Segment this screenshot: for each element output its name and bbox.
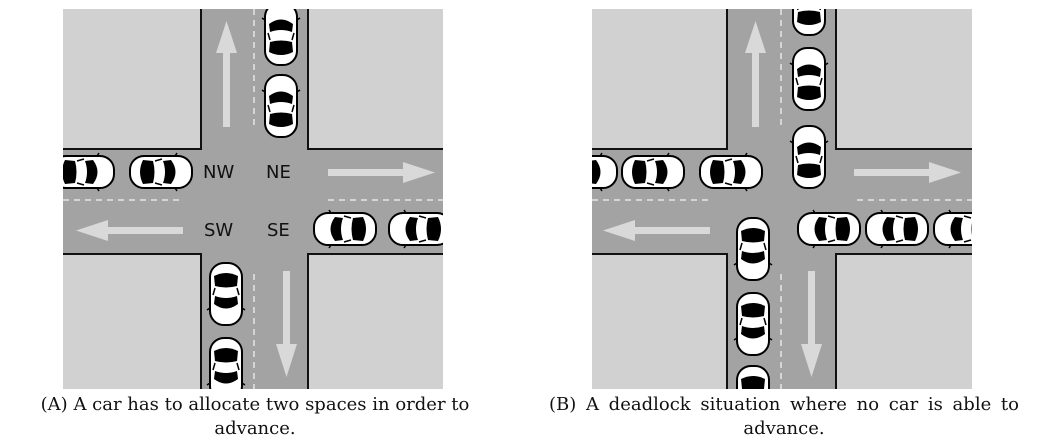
- city-block-sw: [63, 254, 201, 389]
- car: [129, 152, 193, 192]
- arrow-left: [603, 220, 710, 241]
- arrow-left: [76, 220, 183, 241]
- lane-dividers: [63, 9, 443, 389]
- city-block-se: [836, 254, 972, 389]
- car: [63, 152, 115, 192]
- city-block-nw: [63, 9, 201, 149]
- arrow-right: [854, 162, 961, 183]
- caption-b-tag: (B): [549, 394, 577, 415]
- city-block-sw: [592, 254, 727, 389]
- car: [933, 209, 972, 249]
- city-block-nw: [592, 9, 727, 149]
- intersection-diagram-b: [592, 9, 972, 389]
- lane-dividers: [592, 9, 972, 389]
- caption-b-text: A deadlock situation where no car is abl…: [585, 394, 1019, 439]
- caption-a-tag: (A): [40, 394, 68, 415]
- city-block-ne: [836, 9, 972, 149]
- car: [621, 152, 685, 192]
- city-block-se: [308, 254, 443, 389]
- car: [388, 209, 443, 249]
- caption-a: (A) A car has to allocate two spaces in …: [20, 393, 490, 441]
- car: [733, 292, 773, 356]
- caption-b: (B) A deadlock situation where no car is…: [549, 393, 1019, 441]
- curb-lines: [592, 9, 972, 389]
- car: [206, 337, 246, 389]
- quadrant-label-ne: NE: [266, 162, 291, 183]
- quadrant-label-se: SE: [267, 220, 290, 241]
- intersection-a-svg: NW NE SW SE: [63, 9, 443, 389]
- caption-a-text: A car has to allocate two spaces in orde…: [73, 394, 470, 439]
- quadrant-label-sw: SW: [204, 220, 233, 241]
- intersection-diagram-a: NW NE SW SE: [63, 9, 443, 389]
- quadrant-label-nw: NW: [203, 162, 234, 183]
- arrow-up: [745, 21, 766, 127]
- direction-arrows: [76, 21, 435, 377]
- car: [261, 74, 301, 138]
- car: [789, 125, 829, 189]
- arrow-down: [276, 271, 297, 377]
- car: [699, 152, 763, 192]
- car: [313, 209, 377, 249]
- car: [865, 209, 929, 249]
- car: [261, 9, 301, 66]
- arrow-down: [801, 271, 822, 377]
- arrow-up: [216, 21, 237, 127]
- arrow-right: [328, 162, 435, 183]
- city-block-ne: [308, 9, 443, 149]
- car: [733, 217, 773, 281]
- car: [206, 262, 246, 326]
- direction-arrows: [603, 21, 961, 377]
- curb-lines: [63, 9, 443, 389]
- intersection-b-svg: [592, 9, 972, 389]
- car: [797, 209, 861, 249]
- car: [789, 47, 829, 111]
